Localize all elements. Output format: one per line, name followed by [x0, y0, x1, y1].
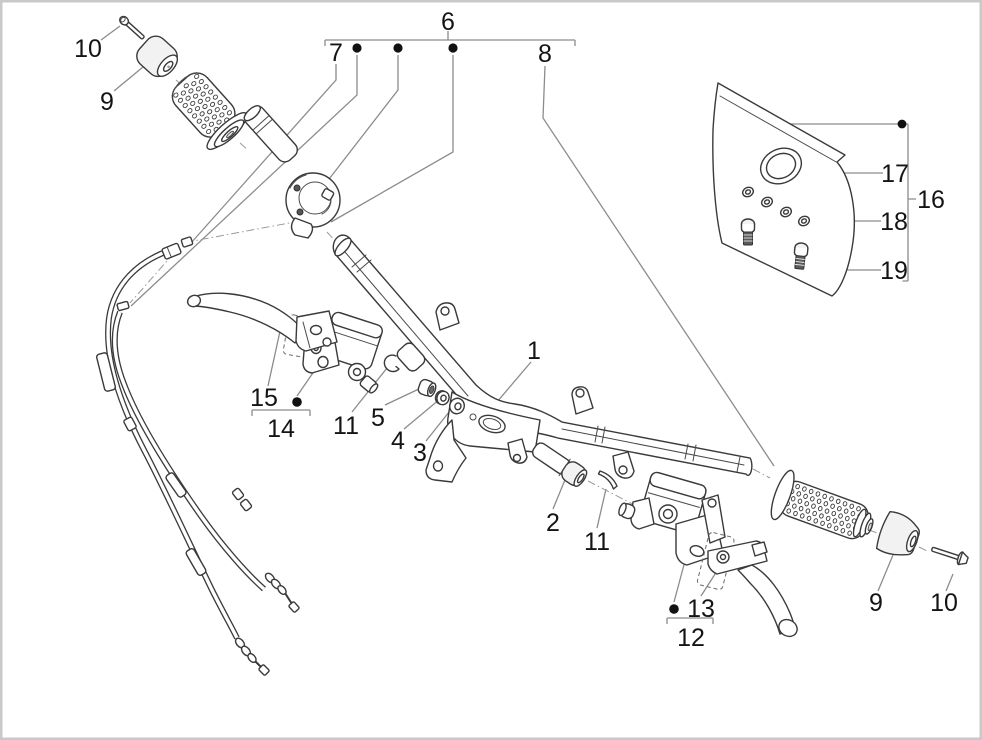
panel-bolt-upper [740, 218, 756, 246]
callout-14: 14 [267, 415, 295, 443]
callout-7: 7 [329, 39, 343, 67]
end-cap-right [875, 511, 921, 556]
bar-sleeve [396, 342, 426, 372]
bracket-group-6 [324, 31, 576, 46]
bushing-5 [417, 378, 437, 398]
master-cylinder-right [618, 471, 735, 590]
callout-labels: 6 7 8 10 9 17 16 18 19 1 15 14 11 5 4 3 … [74, 8, 958, 652]
pin-2 [531, 442, 588, 487]
callout-9-left: 9 [100, 88, 114, 116]
cable-1-adjuster [234, 637, 270, 676]
callout-13: 13 [687, 595, 715, 623]
washer-3 [449, 397, 465, 415]
washer-4 [434, 390, 450, 406]
grip-right [770, 469, 874, 540]
end-cap-left [136, 35, 179, 78]
grip-left [171, 72, 248, 151]
callout-11-left: 11 [333, 412, 359, 440]
bracket-group-14 [251, 409, 311, 416]
callout-1: 1 [527, 337, 541, 365]
screw-left [119, 15, 145, 40]
callout-10-right: 10 [930, 589, 958, 617]
throttle-housing [285, 172, 341, 239]
cable-2-end-fitting [116, 300, 130, 312]
callout-5: 5 [371, 404, 385, 432]
clip-11-center [597, 470, 618, 490]
callout-18: 18 [880, 208, 908, 236]
callout-2: 2 [546, 509, 560, 537]
callout-17: 17 [881, 160, 909, 188]
callout-11-center: 11 [584, 528, 610, 556]
axis-lines [129, 41, 928, 552]
brake-lever-left [186, 292, 338, 352]
callout-6: 6 [441, 8, 455, 36]
assembly-dots [292, 43, 907, 614]
callout-16: 16 [917, 186, 945, 214]
brake-lever-right [707, 540, 798, 638]
callout-8: 8 [538, 40, 552, 68]
cable-2-adjuster [264, 572, 300, 613]
callout-4: 4 [391, 427, 405, 455]
callout-19: 19 [880, 257, 908, 285]
callout-15: 15 [250, 384, 278, 412]
cable-1-end-fitting [180, 236, 194, 248]
callout-12: 12 [677, 624, 705, 652]
bracket-group-12 [666, 617, 714, 624]
screw-right [931, 546, 969, 566]
clip-11-left [383, 354, 400, 373]
callout-9-right: 9 [869, 589, 883, 617]
callout-10-left: 10 [74, 35, 102, 63]
handlebar-cover-panel [712, 82, 855, 297]
handlebar [332, 234, 753, 483]
panel-bolt-lower [793, 242, 809, 270]
throttle-cables [96, 236, 300, 676]
throttle-tube [243, 105, 298, 163]
callout-3: 3 [413, 439, 427, 467]
